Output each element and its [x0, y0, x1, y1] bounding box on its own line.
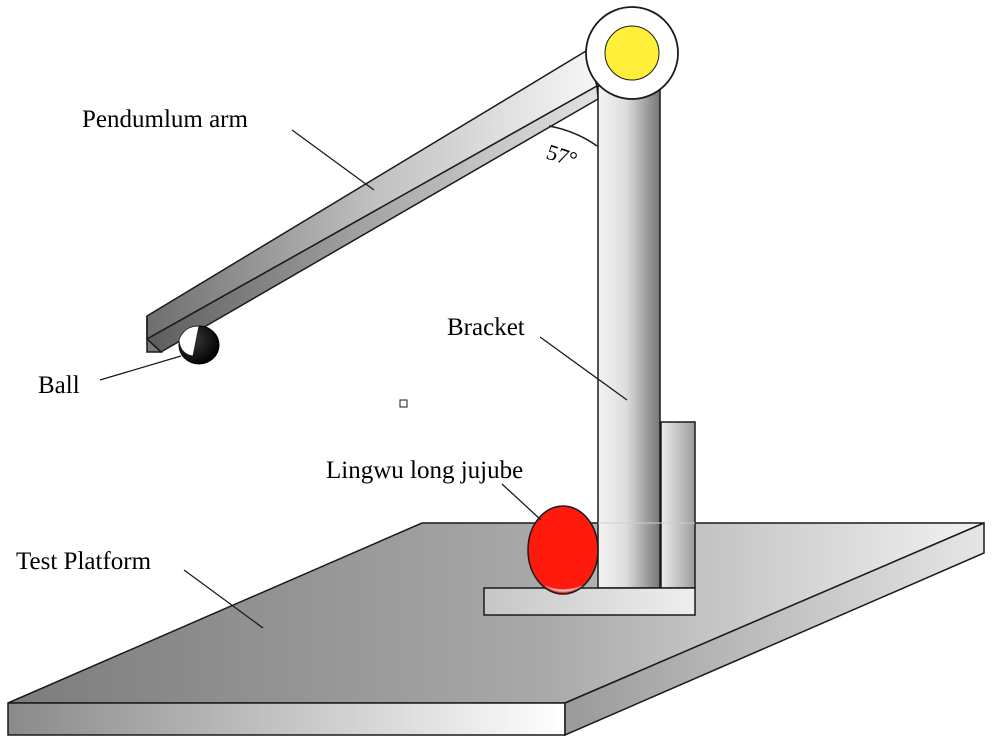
platform-side-face [564, 521, 985, 737]
leader-jujube [501, 483, 542, 521]
label-angle: 57° [543, 139, 580, 172]
angle-arc [548, 125, 598, 147]
label-bracket: Bracket [447, 314, 525, 341]
bracket-base-plate [483, 587, 696, 616]
small-marker [399, 399, 408, 408]
arm-end-face [146, 316, 163, 353]
bracket-column [597, 85, 661, 589]
label-test-platform: Test Platform [16, 548, 152, 575]
jujube-highlight [544, 585, 583, 593]
label-ball: Ball [38, 372, 80, 399]
ball-highlight [178, 325, 200, 357]
leader-platform [183, 569, 264, 629]
leader-pendulum-arm [291, 129, 375, 191]
pivot-hub [585, 6, 679, 100]
pendulum-arm [145, 49, 599, 353]
test-platform [7, 521, 985, 737]
label-jujube: Lingwu long jujube [326, 457, 523, 484]
lingwu-long-jujube [527, 505, 599, 595]
arm-top-face [146, 49, 598, 341]
jujube-body [527, 505, 599, 595]
label-pendulum-arm: Pendumlum arm [82, 106, 249, 133]
pivot-bearing [604, 25, 660, 81]
bracket-rear-post [660, 421, 696, 589]
platform-front-face [7, 702, 566, 736]
leader-ball [99, 355, 182, 381]
ball [178, 325, 220, 365]
leader-bracket [539, 336, 628, 401]
